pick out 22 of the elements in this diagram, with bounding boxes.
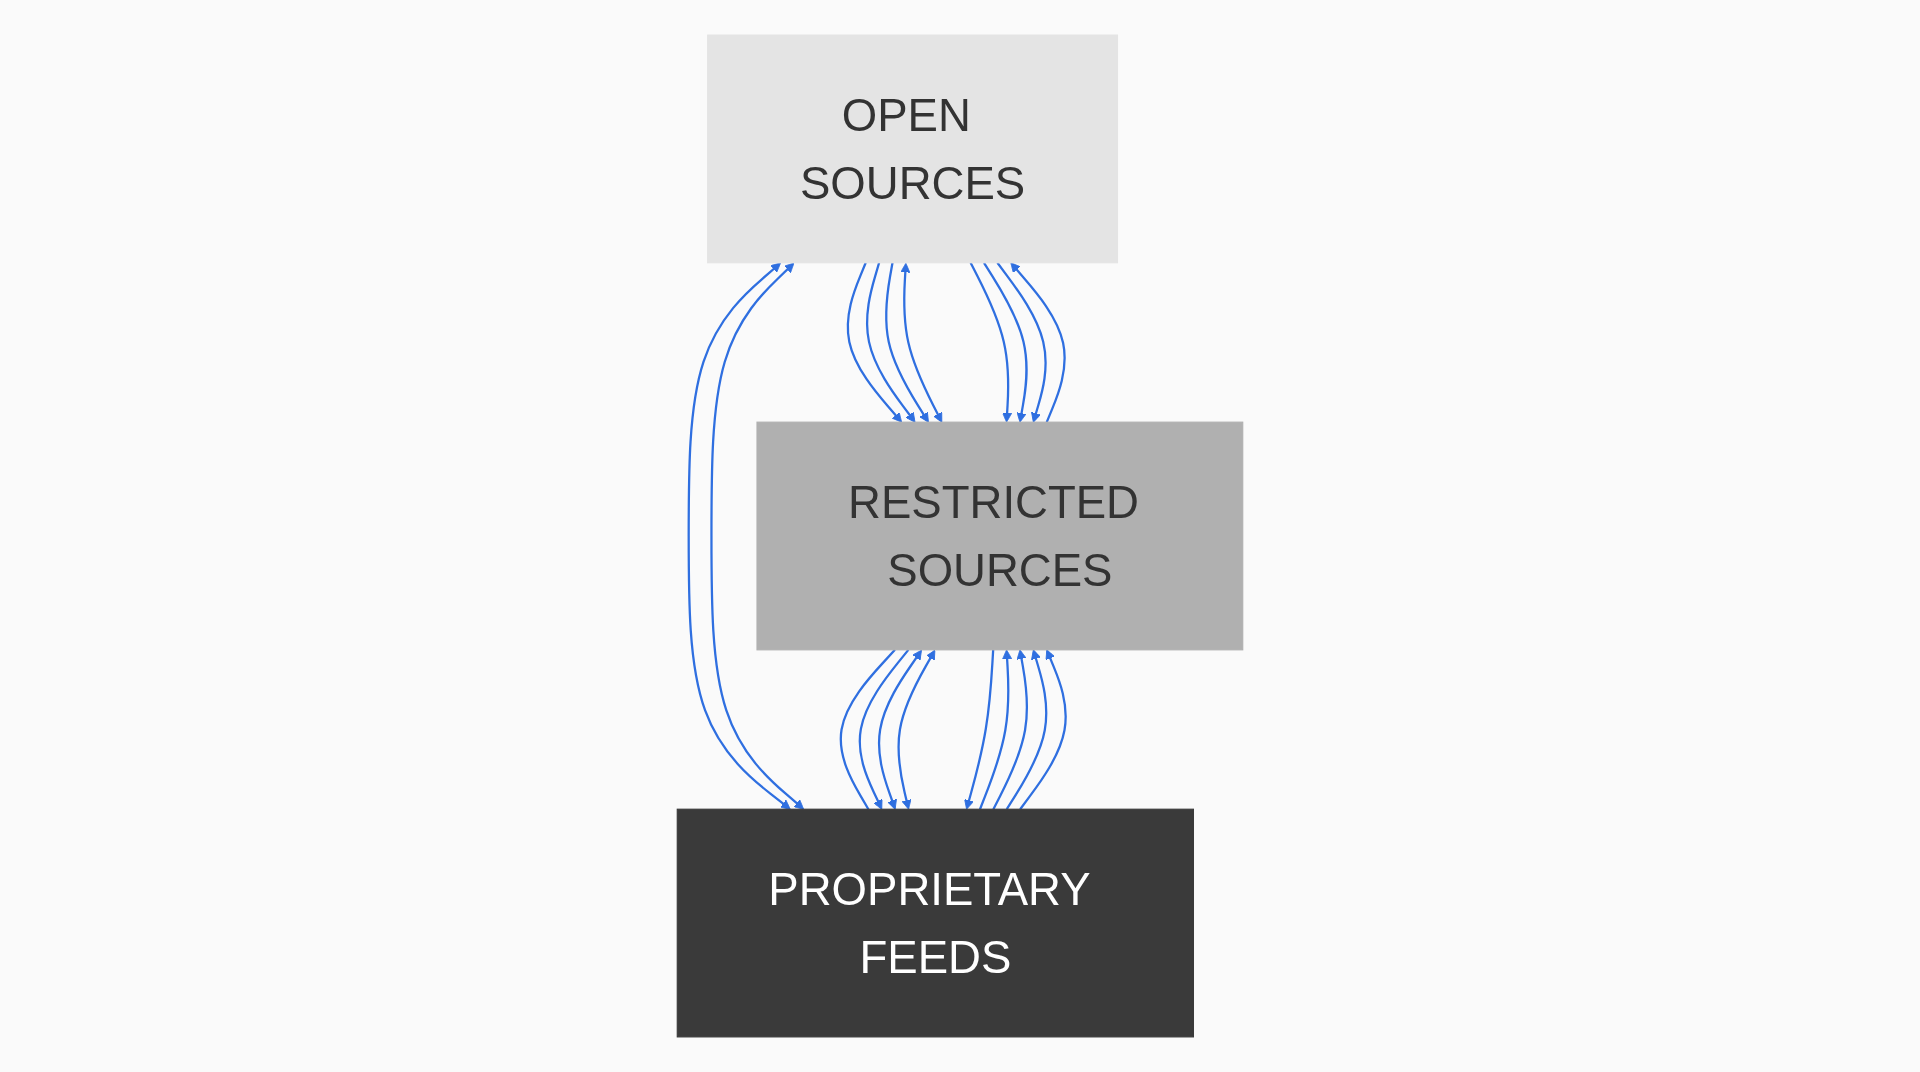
node-box: RESTRICTED SOURCES [756, 421, 1244, 651]
arrow [964, 649, 995, 810]
arrow [858, 649, 910, 810]
arrow [969, 262, 1013, 423]
arrow [846, 262, 903, 423]
node-box: PROPRIETARY FEEDS [676, 808, 1194, 1038]
arrow [687, 262, 791, 810]
arrow [884, 262, 929, 423]
arrow [978, 649, 1013, 810]
arrow [866, 262, 916, 423]
arrow [996, 262, 1047, 423]
arrow [877, 649, 922, 810]
arrow [983, 262, 1028, 423]
connector [839, 649, 896, 810]
arrow [1019, 649, 1067, 810]
arrow [992, 649, 1029, 810]
arrow [900, 262, 943, 423]
node-box: OPEN SOURCES [707, 34, 1119, 264]
arrow [1010, 262, 1066, 423]
arrow [710, 262, 805, 810]
arrow [897, 649, 936, 810]
arrow [1005, 649, 1048, 810]
